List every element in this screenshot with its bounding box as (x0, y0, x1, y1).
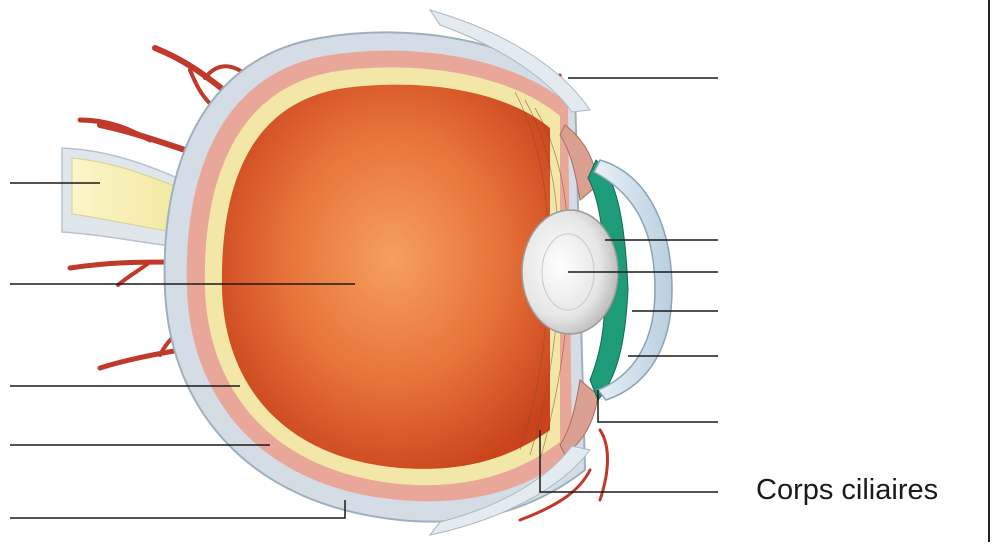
right-border-line (988, 0, 990, 542)
label-corps-ciliaires: Corps ciliaires (756, 474, 938, 507)
leader-line-sclera (10, 500, 345, 518)
vitreous-body (222, 85, 550, 469)
